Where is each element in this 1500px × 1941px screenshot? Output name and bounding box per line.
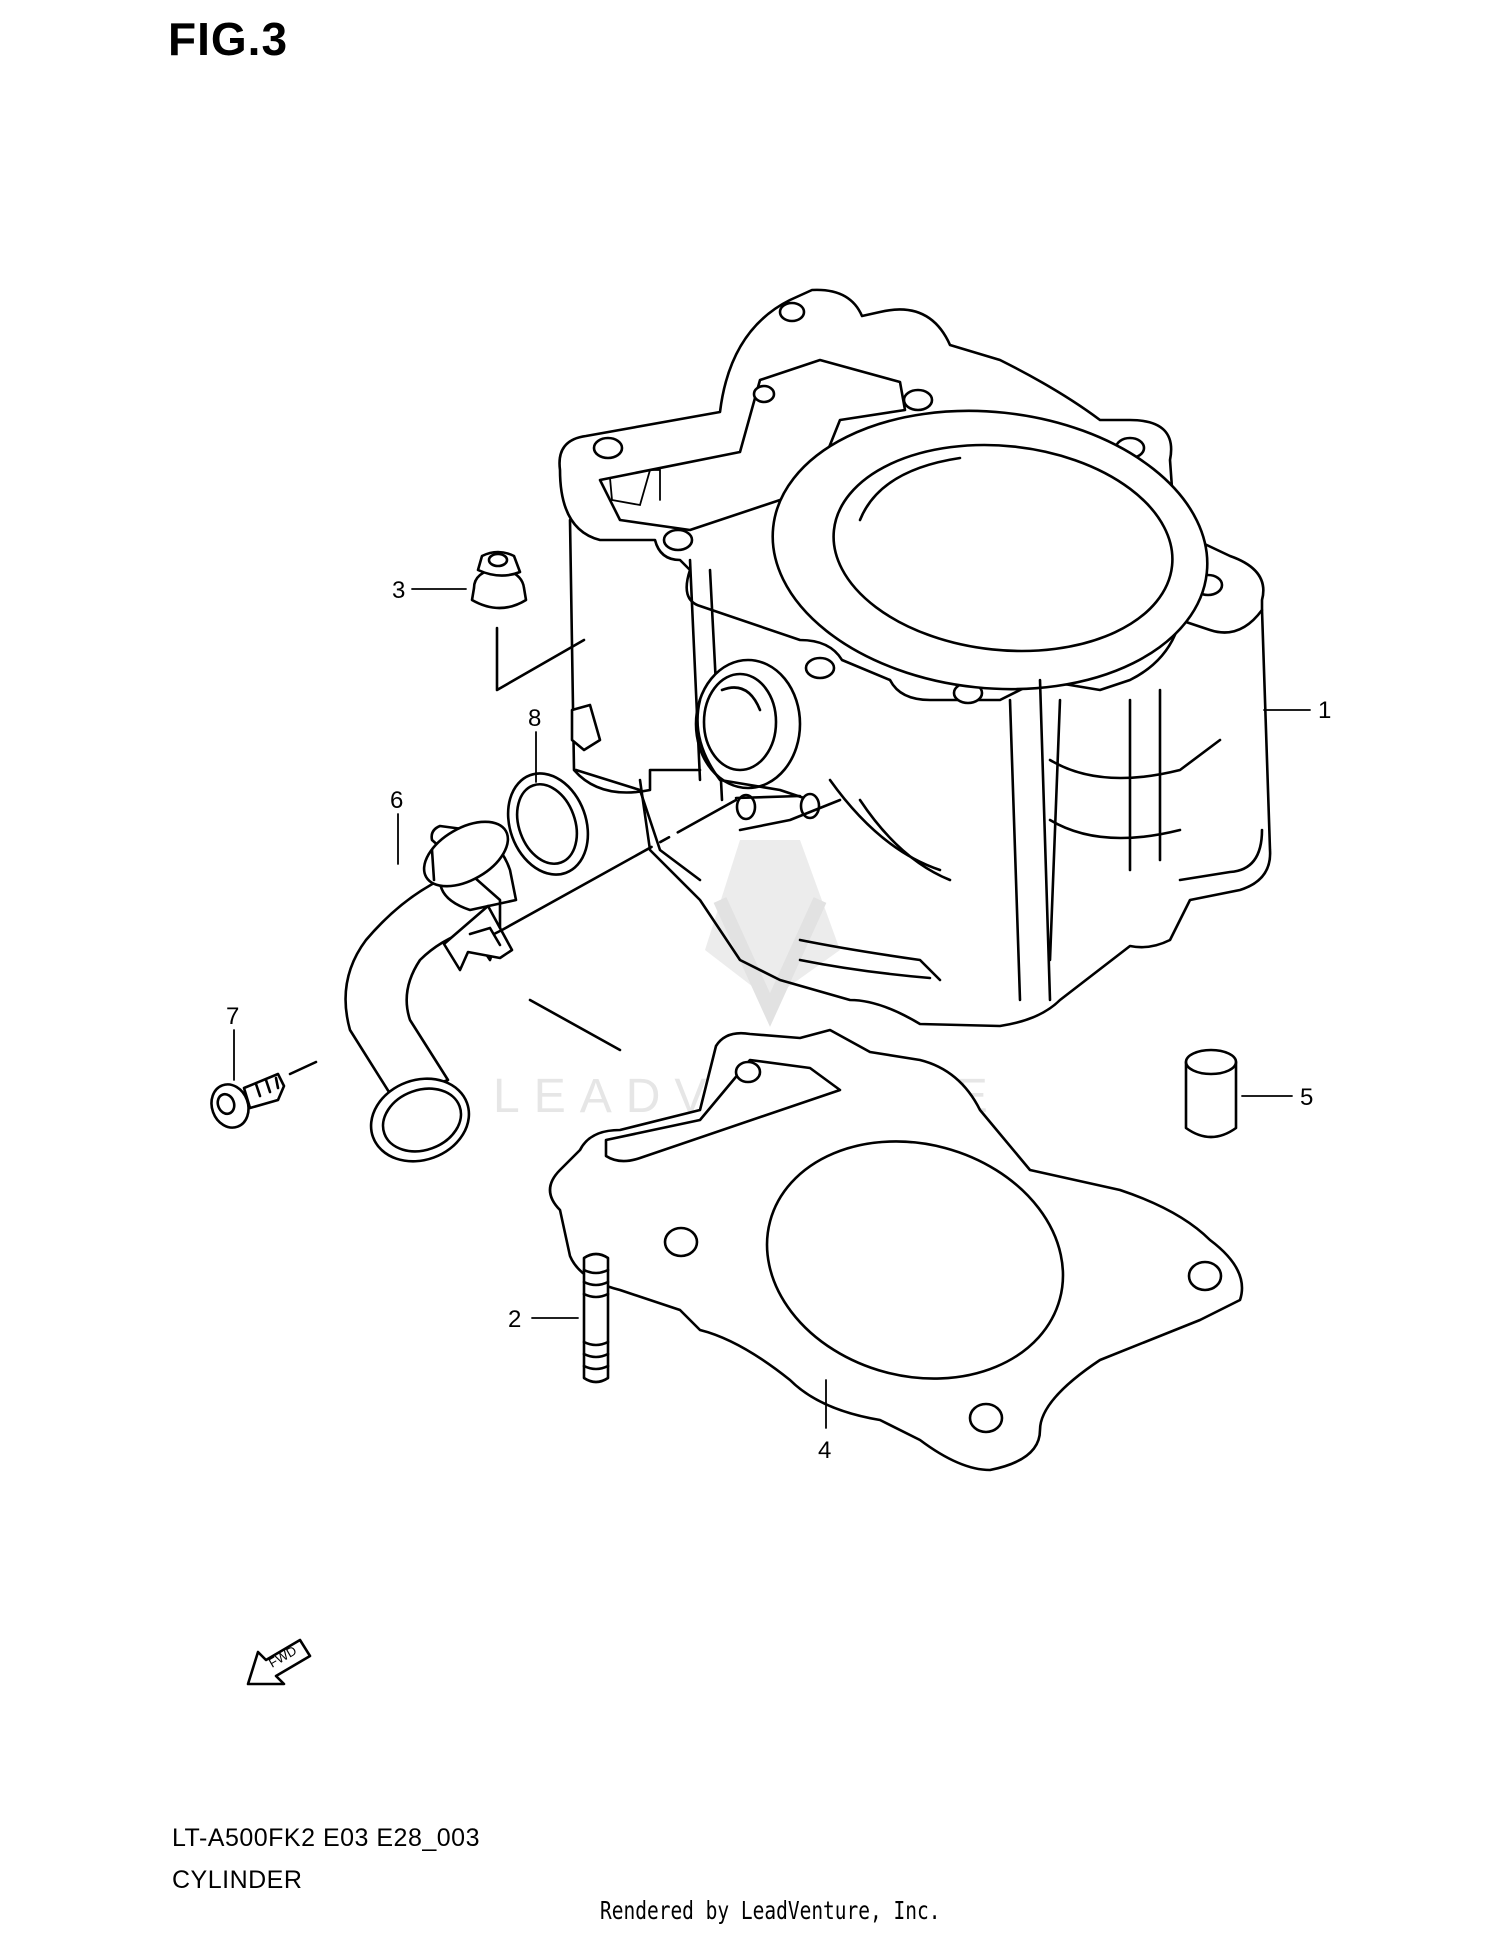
callout-8: 8 xyxy=(528,705,541,732)
o-ring-drawing xyxy=(506,772,590,876)
callout-2: 2 xyxy=(508,1306,521,1333)
callout-5: 5 xyxy=(1300,1084,1313,1111)
alignment-line-pipe xyxy=(528,998,622,1052)
cylinder-base-gasket-drawing xyxy=(548,1028,1244,1472)
water-inlet-pipe-drawing xyxy=(344,820,518,1163)
callout-6: 6 xyxy=(390,787,403,814)
cylinder-drawing xyxy=(558,288,1272,1028)
stud-drawing xyxy=(582,1252,610,1384)
dowel-pin-drawing xyxy=(1184,1048,1238,1139)
callout-4: 4 xyxy=(818,1437,831,1464)
alignment-line-7 xyxy=(288,1060,318,1076)
rendered-by-footer: Rendered by LeadVenture, Inc. xyxy=(600,1896,941,1925)
section-name: CYLINDER xyxy=(172,1866,303,1894)
nut-drawing xyxy=(470,550,528,610)
figure-title: FIG.3 xyxy=(168,13,289,65)
alignment-line-6 xyxy=(492,798,738,936)
model-code: LT-A500FK2 E03 E28_003 xyxy=(172,1824,480,1852)
fwd-arrow-icon: FWD xyxy=(246,1638,312,1686)
callout-7: 7 xyxy=(226,1003,239,1030)
bolt-drawing xyxy=(210,1072,286,1129)
alignment-line-3 xyxy=(495,626,586,692)
callout-1: 1 xyxy=(1318,697,1331,724)
callout-3: 3 xyxy=(392,577,405,604)
